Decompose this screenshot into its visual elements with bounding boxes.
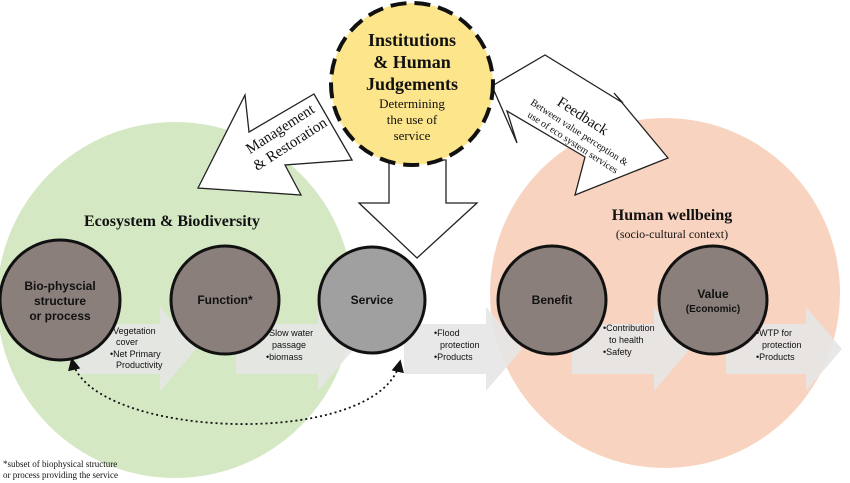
flow-2-line: •biomass xyxy=(266,352,303,362)
node-service xyxy=(317,245,427,355)
flow-2-line: •Slow water xyxy=(266,328,313,338)
ecosystem-title: Ecosystem & Biodiversity xyxy=(84,213,260,230)
node-biophysical-label: structure xyxy=(34,294,86,308)
flow-5-line: •WTP for xyxy=(756,328,792,338)
footnote-line: *subset of biophysical structure xyxy=(3,459,117,469)
institutions-subtitle-line: service xyxy=(394,128,431,143)
institutions-text: Institutions & Human Judgements Determin… xyxy=(366,30,458,143)
down-arrow xyxy=(357,159,479,259)
institutions-title-line: Institutions xyxy=(368,30,456,50)
flow-2-line: passage xyxy=(272,340,306,350)
flow-1-line: •Net Primary xyxy=(110,349,161,359)
human-title: Human wellbeing xyxy=(612,207,732,224)
institutions-circle xyxy=(329,1,495,167)
flow-4-line: to health xyxy=(609,335,644,345)
flow-4-line: •Safety xyxy=(603,347,632,357)
institutions-subtitle-line: the use of xyxy=(387,112,438,127)
management-arrow xyxy=(196,92,354,196)
flow-4-line: •Contribution xyxy=(603,323,655,333)
node-value-label: Value xyxy=(697,287,729,301)
institutions-subtitle-line: Determining xyxy=(379,96,445,111)
node-biophysical-label: Bio-physcial xyxy=(24,279,95,293)
flow-5-line: •Products xyxy=(756,352,795,362)
flow-3-line: •Flood xyxy=(434,328,460,338)
flow-3-line: protection xyxy=(440,340,480,350)
flow-3-line: •Products xyxy=(434,352,473,362)
node-biophysical xyxy=(0,238,122,362)
human-subtitle: (socio-cultural context) xyxy=(616,227,728,241)
feedback-arrow xyxy=(491,54,670,197)
node-function xyxy=(169,244,281,356)
flow-1-line: cover xyxy=(116,337,138,347)
flow-1-line: •Vegetation xyxy=(110,326,156,336)
institutions-title-line: & Human xyxy=(373,52,451,72)
node-value-label: (Economic) xyxy=(686,304,740,315)
node-function-label: Function* xyxy=(197,293,253,307)
flow-5-line: protection xyxy=(762,340,802,350)
flow-arrow-3 xyxy=(404,307,522,391)
node-benefit-label: Benefit xyxy=(532,293,573,307)
flow-1-line: Productivity xyxy=(116,360,163,370)
node-biophysical-label: or process xyxy=(29,309,91,323)
footnote-line: or process providing the service xyxy=(3,470,118,480)
flow-arrow-4 xyxy=(572,307,690,391)
node-benefit xyxy=(496,244,608,356)
dotted-link-arrow xyxy=(68,357,404,425)
node-value xyxy=(657,244,769,356)
institutions-title-line: Judgements xyxy=(366,74,458,94)
node-service-label: Service xyxy=(351,293,394,307)
